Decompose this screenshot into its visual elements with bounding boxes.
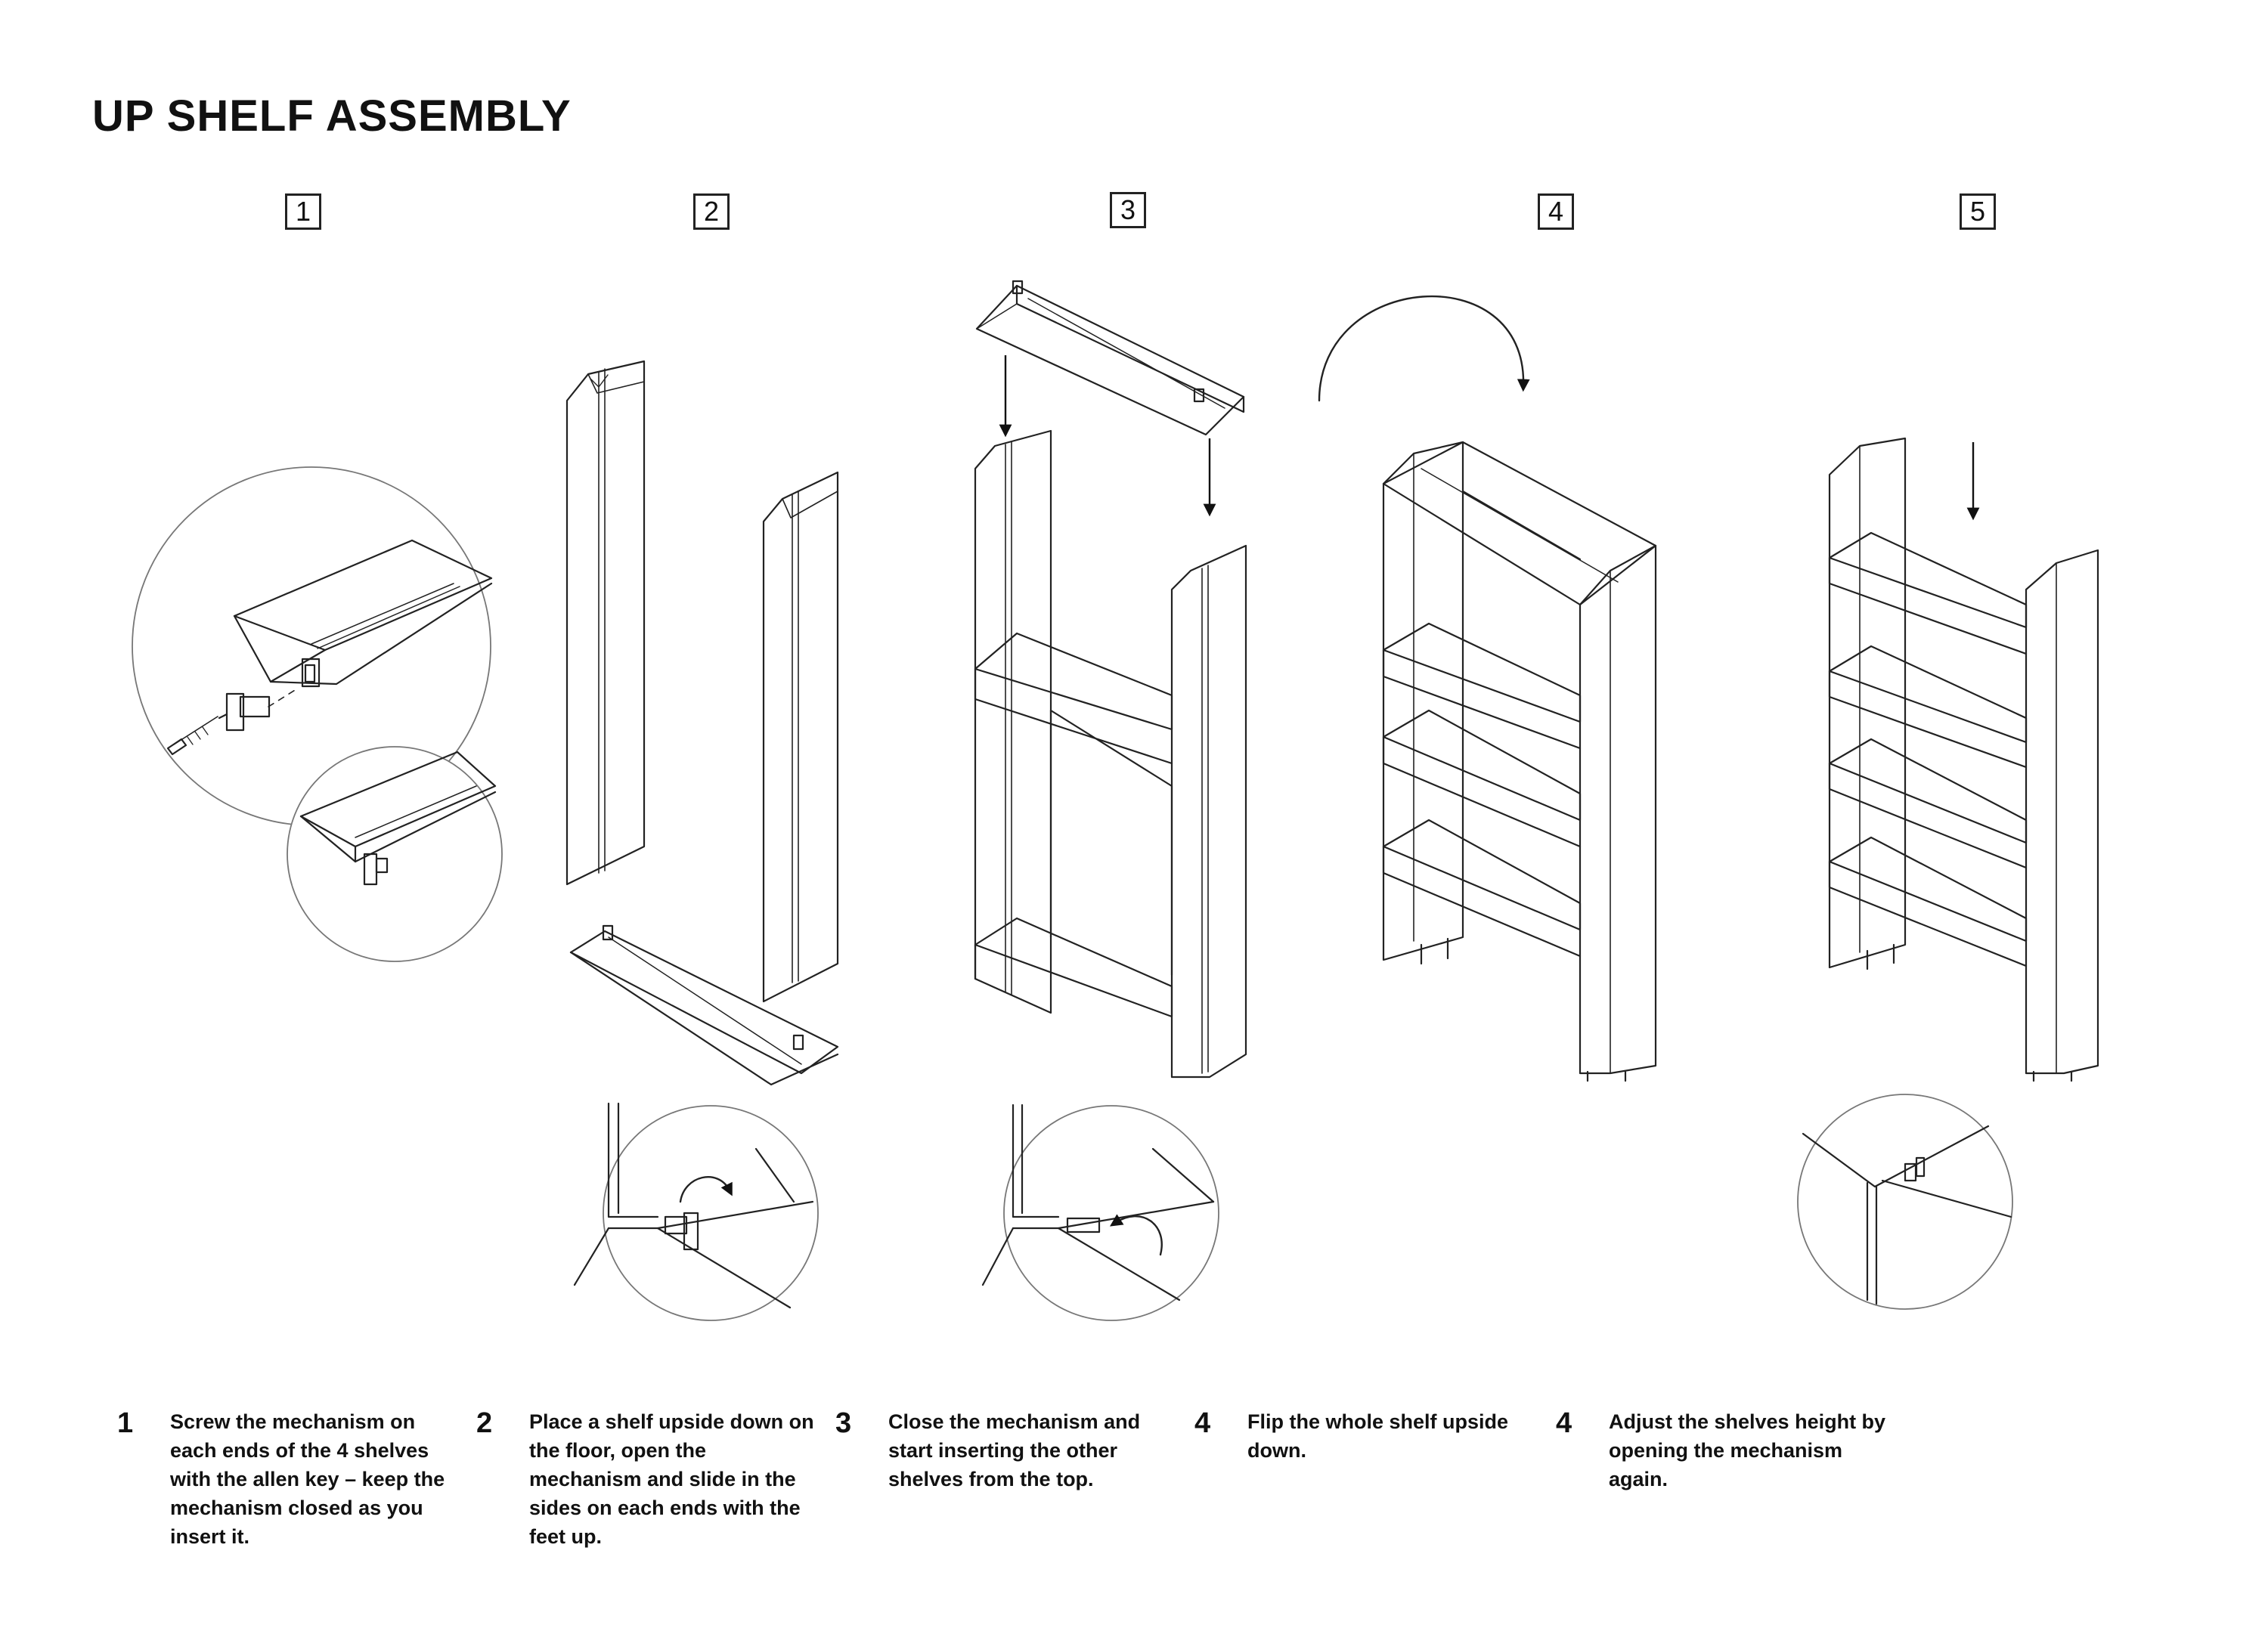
step-2-detail-circle (573, 1102, 819, 1321)
step-1-detail-circle-large (132, 466, 493, 826)
instruction-text: Close the mechanism and start inserting … (888, 1410, 1141, 1490)
step-1-detail-circle-small (287, 746, 503, 962)
page-title: UP SHELF ASSEMBLY (92, 91, 572, 141)
step-badge-2: 2 (693, 193, 730, 230)
step-4-assembled-shelf (1318, 295, 1657, 1082)
step-3-top-shelf (975, 280, 1245, 436)
instruction-number: 2 (476, 1407, 493, 1439)
instruction-number: 1 (117, 1407, 134, 1439)
step-badge-1: 1 (285, 193, 321, 230)
step-2-side-panel-left (565, 360, 646, 886)
instruction-text: Place a shelf upside down on the floor, … (529, 1410, 814, 1548)
step-badge-4: 4 (1538, 193, 1574, 230)
step-badge-3: 3 (1110, 192, 1146, 228)
step-5-adjusted-shelf (1828, 437, 2099, 1082)
instruction-text: Adjust the shelves height by opening the… (1609, 1410, 1886, 1490)
step-3-detail-circle (981, 1103, 1219, 1321)
step-3-frame (974, 429, 1247, 1079)
instruction-number: 3 (835, 1407, 852, 1439)
step-2-side-panel-right (762, 471, 839, 1003)
instruction-text: Flip the whole shelf upside down. (1247, 1410, 1509, 1462)
step-5-detail-circle (1797, 1094, 2013, 1310)
instruction-number: 4 (1194, 1407, 1211, 1439)
instruction-number: 4 (1556, 1407, 1572, 1439)
step-2-shelf-floor (569, 924, 839, 1086)
instruction-text: Screw the mechanism on each ends of the … (170, 1410, 445, 1548)
step-badge-5: 5 (1960, 193, 1996, 230)
